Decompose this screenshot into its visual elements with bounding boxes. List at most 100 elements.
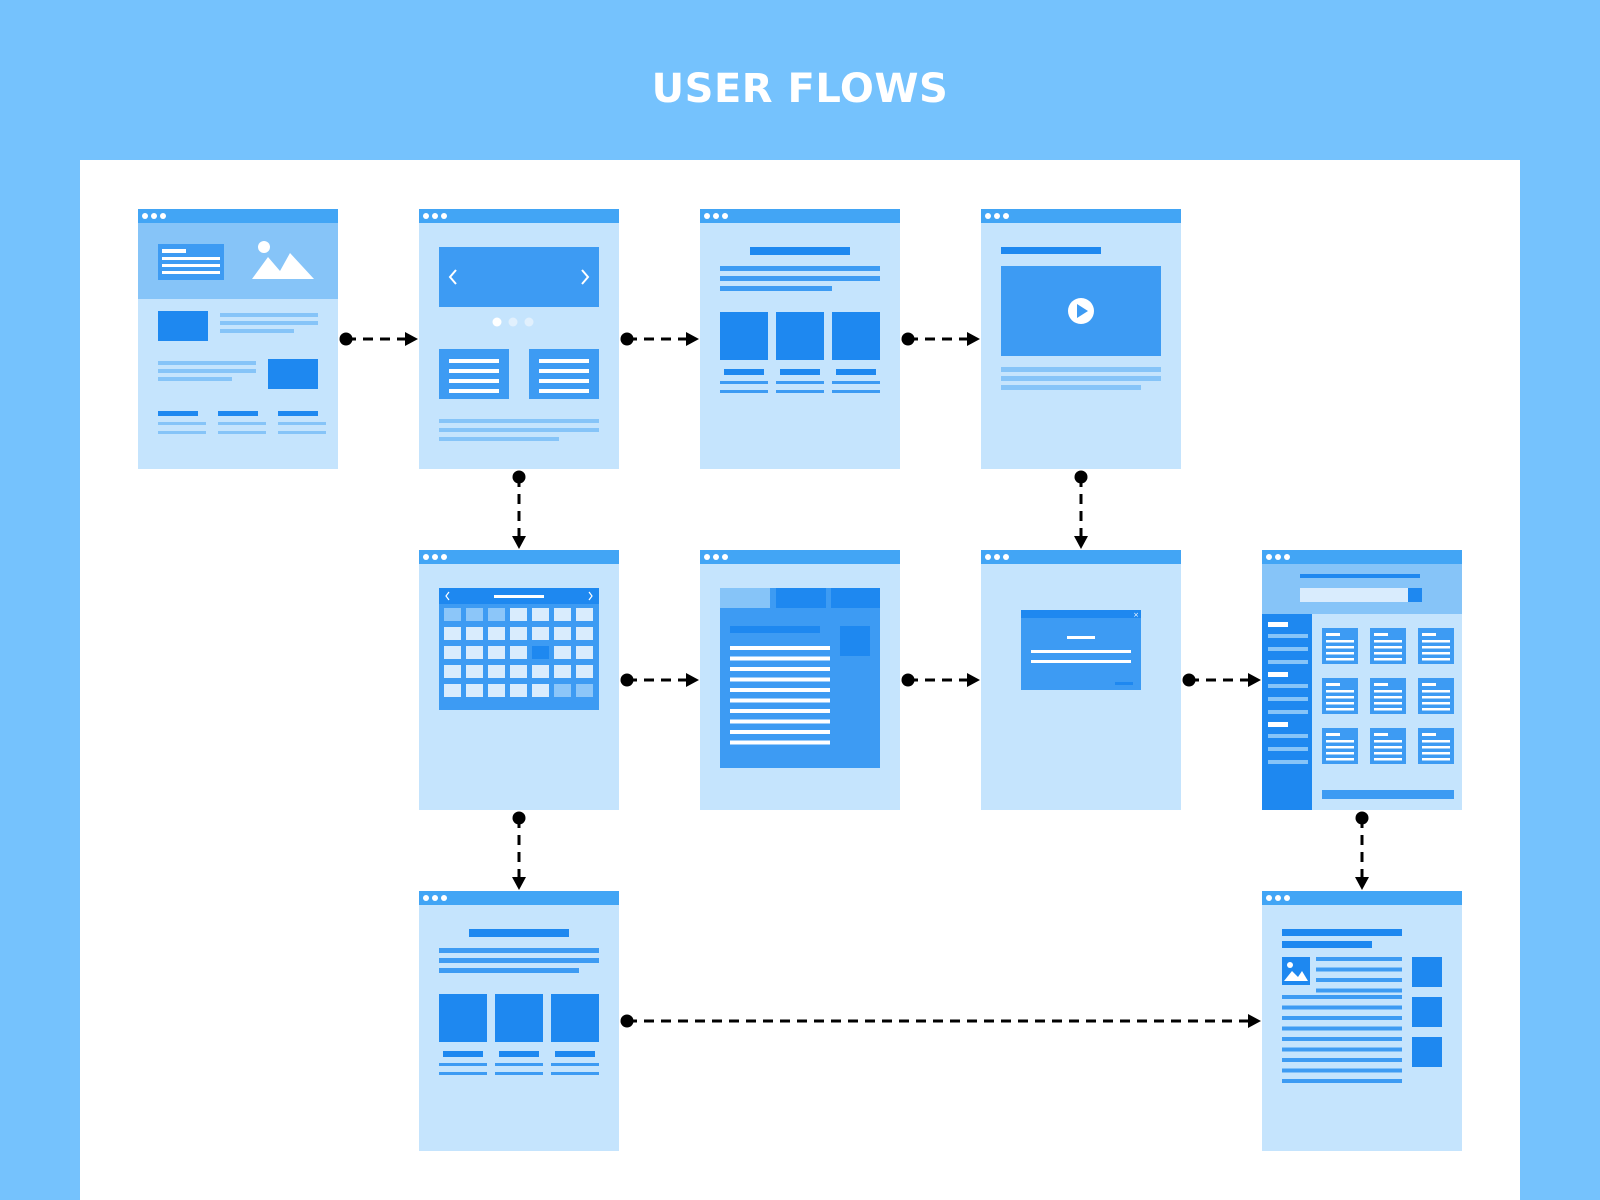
flow-arrow <box>512 470 526 549</box>
text-line <box>539 379 589 383</box>
screen-carousel[interactable] <box>419 209 619 469</box>
calendar-day <box>466 665 483 678</box>
text-line <box>730 656 830 661</box>
slider-dot[interactable] <box>524 317 534 327</box>
slider-dot[interactable] <box>508 317 518 327</box>
flow-arrow <box>901 673 980 687</box>
tile-caption <box>499 1051 539 1057</box>
window-dot <box>1266 554 1272 560</box>
text-line <box>720 266 880 271</box>
text-line <box>1326 752 1354 755</box>
window-dot <box>1284 895 1290 901</box>
screen-grid2[interactable] <box>419 891 619 1151</box>
three-dots-icon <box>704 554 728 560</box>
text-line <box>449 359 499 363</box>
text-line <box>1326 733 1340 736</box>
text-line <box>220 313 318 317</box>
text-line <box>776 390 824 393</box>
tab-active <box>720 588 770 608</box>
calendar-day <box>444 646 461 659</box>
text-line <box>1326 758 1354 761</box>
sidebar-label <box>1268 722 1288 727</box>
text-line <box>278 422 326 425</box>
tile-caption <box>443 1051 483 1057</box>
text-line <box>1316 957 1402 961</box>
text-line <box>1268 710 1308 714</box>
text-line <box>1326 633 1340 636</box>
text-line <box>1374 652 1402 655</box>
window-dot <box>423 895 429 901</box>
text-line <box>439 1063 487 1066</box>
calendar-day <box>510 665 527 678</box>
text-line <box>1374 696 1402 699</box>
tile-caption <box>836 369 876 375</box>
heading-bar <box>730 626 820 633</box>
gallery-tile <box>832 312 880 360</box>
side-widget <box>1412 997 1442 1027</box>
text-line <box>158 369 256 373</box>
text-line <box>1422 740 1450 743</box>
window-dot <box>142 213 148 219</box>
text-line <box>1268 734 1308 738</box>
flow-arrow <box>1182 673 1261 687</box>
search-button <box>1408 588 1422 602</box>
gallery-tile <box>776 312 824 360</box>
screen-tabs[interactable] <box>700 550 900 810</box>
screen-home[interactable] <box>138 209 338 469</box>
screen-modal[interactable]: × <box>981 550 1181 810</box>
text-line <box>1422 658 1450 661</box>
text-line <box>1374 702 1402 705</box>
screen-gallery[interactable] <box>700 209 900 469</box>
title-bar <box>700 550 900 564</box>
arrow-head <box>967 673 980 687</box>
window-dot <box>1284 554 1290 560</box>
text-line <box>730 740 830 745</box>
text-line <box>539 369 589 373</box>
three-dots-icon <box>142 213 166 219</box>
text-line <box>439 958 599 963</box>
text-line <box>1326 740 1354 743</box>
slider-dot[interactable] <box>492 317 502 327</box>
mountain-shape <box>1284 971 1308 981</box>
sun-shape <box>258 241 270 253</box>
title-bar <box>981 550 1181 564</box>
text-line <box>730 698 830 703</box>
text-line <box>720 381 768 384</box>
three-dots-icon <box>985 554 1009 560</box>
screen-article[interactable] <box>1262 891 1462 1151</box>
flow-arrow <box>901 332 980 346</box>
text-line <box>449 389 499 393</box>
flow-arrow <box>620 673 699 687</box>
window-dot <box>994 213 1000 219</box>
three-dots-icon <box>704 213 728 219</box>
chevron-left-icon[interactable] <box>445 591 450 601</box>
text-line <box>539 389 589 393</box>
chevron-right-icon[interactable] <box>581 269 590 285</box>
calendar-day <box>444 608 461 621</box>
play-icon[interactable] <box>1068 298 1094 324</box>
modal-header <box>1021 610 1141 618</box>
text-line <box>720 286 832 291</box>
sidebar-label <box>1268 672 1288 677</box>
text-line <box>1374 683 1388 686</box>
window-dot <box>441 554 447 560</box>
close-icon[interactable]: × <box>1133 611 1139 619</box>
window-dot <box>704 554 710 560</box>
page-title: USER FLOWS <box>651 66 949 112</box>
calendar-day <box>488 608 505 621</box>
title-bar <box>1262 550 1462 564</box>
text-line <box>1268 760 1308 764</box>
chevron-right-icon[interactable] <box>588 591 593 601</box>
text-line <box>832 390 880 393</box>
screen-dashboard[interactable] <box>1262 550 1462 810</box>
arrow-head <box>1074 536 1088 549</box>
text-line <box>1326 690 1354 693</box>
chevron-left-icon[interactable] <box>448 269 457 285</box>
screen-calendar[interactable] <box>419 550 619 810</box>
screen-video[interactable] <box>981 209 1181 469</box>
text-line <box>1031 650 1131 653</box>
arrow-head <box>1248 673 1261 687</box>
window-dot <box>985 213 991 219</box>
title-bar <box>419 550 619 564</box>
text-line <box>1326 683 1340 686</box>
